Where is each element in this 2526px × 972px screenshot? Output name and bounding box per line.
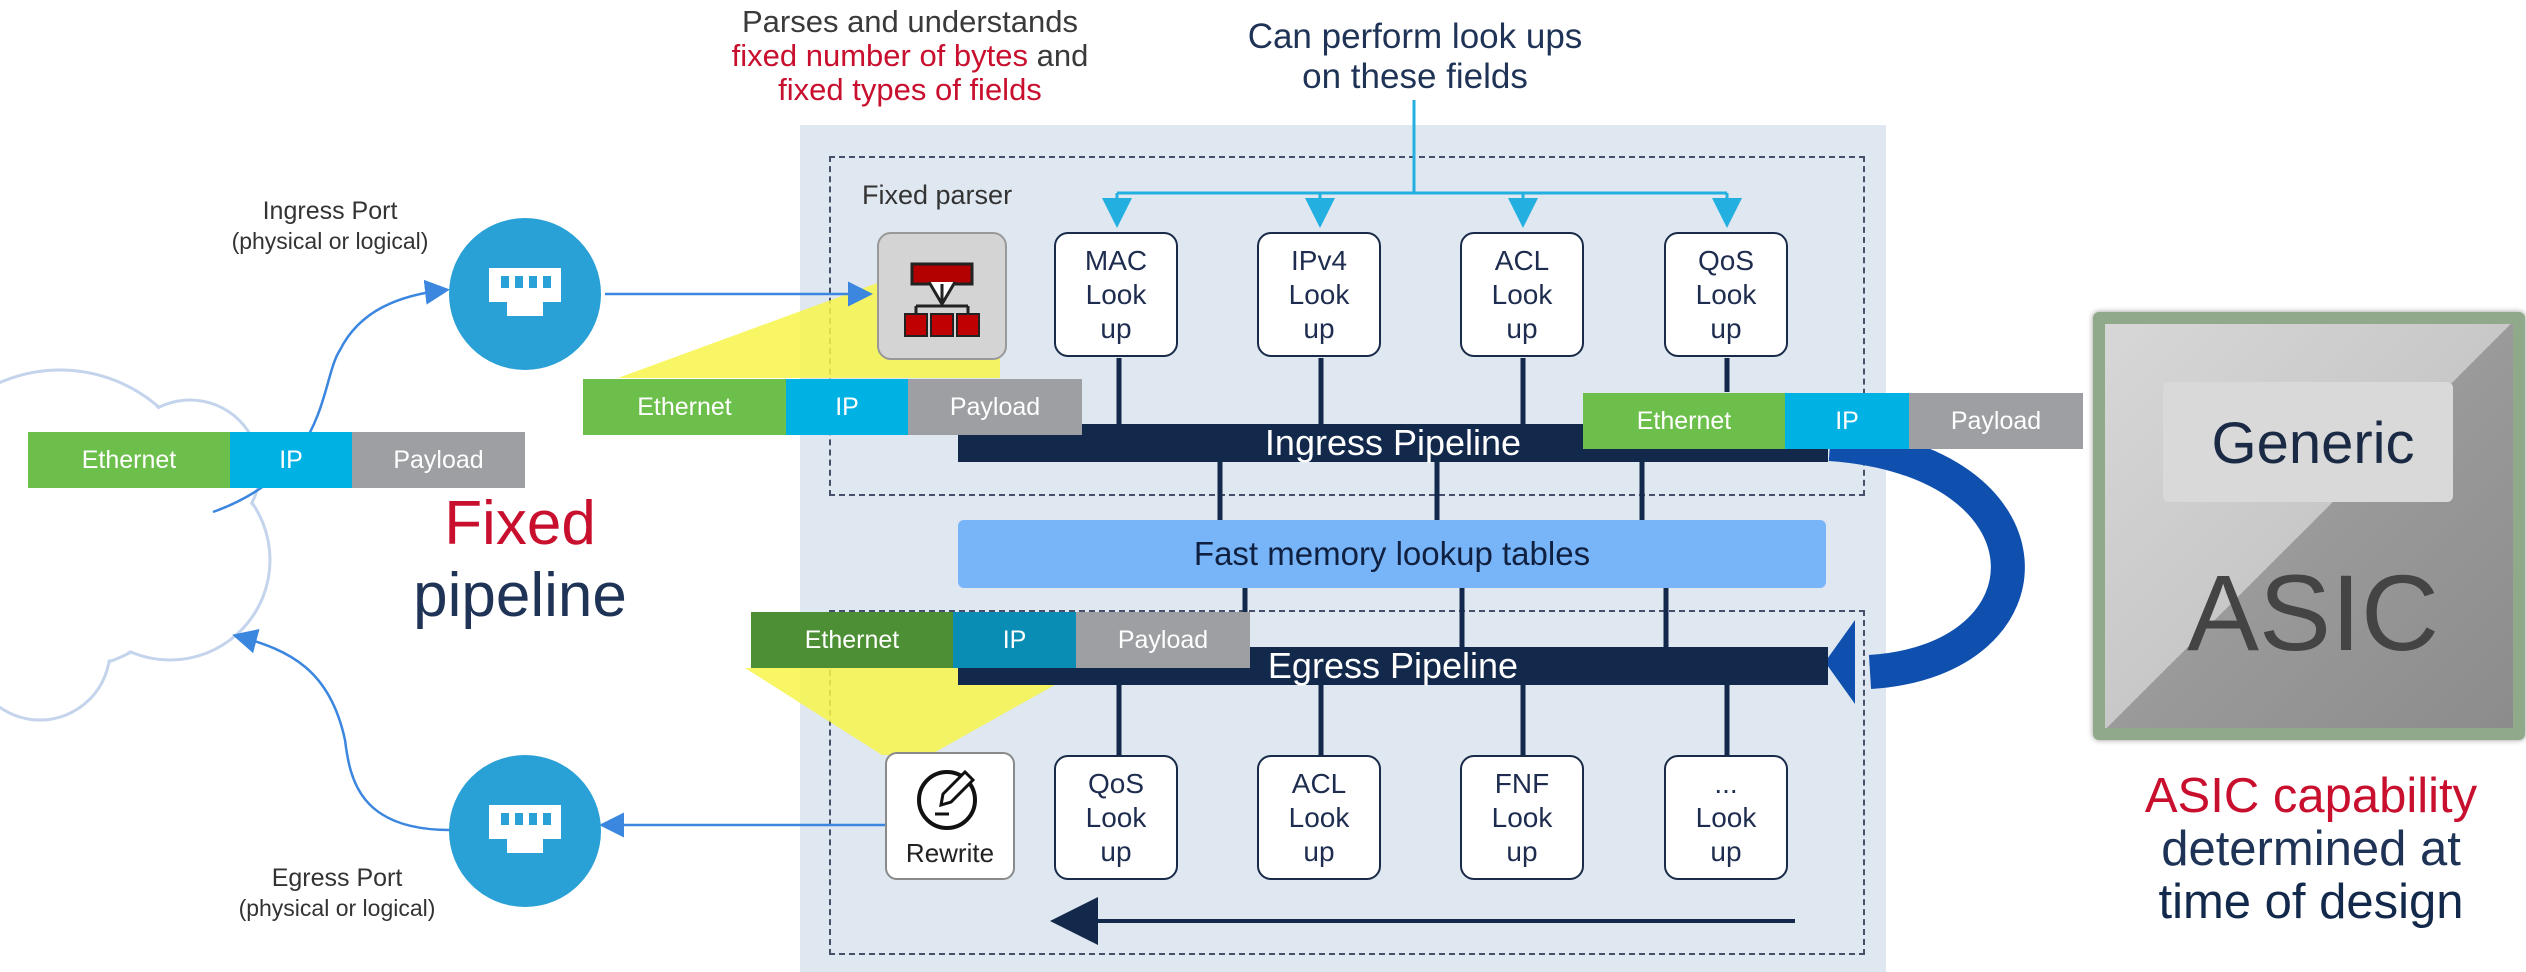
lookup-title: ACL (1291, 767, 1347, 799)
packet-ip: IP (230, 432, 352, 488)
rewrite-box: Rewrite (885, 752, 1015, 880)
asic-caption: ASIC capability determined at time of de… (2106, 770, 2516, 929)
egress-port-title: Egress Port (271, 864, 403, 892)
lookup-word: Look (1695, 801, 1757, 833)
ingress-lookup-mac: MAC Look up (1054, 232, 1178, 357)
egress-lookup-other: ... Look up (1664, 755, 1788, 880)
pipeline-word: pipeline (413, 561, 627, 630)
asic-caption-line3: time of design (2158, 875, 2464, 929)
ingress-port-sub: (physical or logical) (231, 228, 429, 254)
ingress-lookup-ipv4: IPv4 Look up (1257, 232, 1381, 357)
egress-lookup-fnf: FNF Look up (1460, 755, 1584, 880)
memory-lookup-label: Fast memory lookup tables (1193, 535, 1591, 572)
packet-egress: Ethernet IP Payload (751, 612, 1250, 668)
asic-chip-label-plate (2163, 382, 2453, 502)
parser-note-red2: fixed types of fields (778, 72, 1042, 107)
egress-dashed-box (829, 610, 1865, 955)
ethernet-port-icon (489, 268, 561, 316)
fixed-word: Fixed (444, 489, 596, 558)
lookup-title: QoS (1087, 767, 1145, 799)
lookup-title: QoS (1697, 244, 1755, 276)
packet-payload: Payload (1076, 612, 1250, 668)
packet-ethernet: Ethernet (1583, 393, 1785, 449)
packet-ip: IP (786, 379, 908, 435)
ingress-pipeline-label: Ingress Pipeline (1264, 422, 1522, 463)
lookup-note-line2: on these fields (1302, 57, 1528, 96)
fixed-pipeline-title: Fixed pipeline (380, 488, 660, 632)
lookup-suffix: up (1506, 835, 1538, 867)
asic-chip: Generic ASIC (2093, 312, 2525, 740)
lookup-suffix: up (1303, 312, 1335, 344)
lookup-suffix: up (1100, 835, 1132, 867)
lookup-note-line1: Can perform look ups (1247, 17, 1583, 56)
ingress-port-icon (449, 218, 601, 370)
ingress-port-label: Ingress Port (physical or logical) (190, 196, 470, 256)
rewrite-icon (917, 769, 977, 830)
parser-note: Parses and understands fixed number of b… (700, 5, 1120, 107)
ethernet-port-icon (489, 805, 561, 853)
lookup-title: ... (1714, 767, 1738, 799)
lookup-note: Can perform look ups on these fields (1220, 17, 1610, 97)
asic-generic-label: Generic (2211, 411, 2415, 476)
packet-ip: IP (953, 612, 1076, 668)
lookup-word: Look (1288, 801, 1350, 833)
lookup-title: ACL (1494, 244, 1550, 276)
egress-port-sub: (physical or logical) (238, 895, 436, 921)
parser-note-and: and (1028, 38, 1089, 73)
egress-port-label: Egress Port (physical or logical) (197, 863, 477, 923)
ingress-lookup-qos: QoS Look up (1664, 232, 1788, 357)
packet-parser: Ethernet IP Payload (583, 379, 1082, 435)
packet-payload: Payload (352, 432, 525, 488)
packet-ethernet: Ethernet (583, 379, 786, 435)
lookup-word: Look (1491, 278, 1553, 310)
lookup-suffix: up (1710, 312, 1742, 344)
lookup-word: Look (1085, 278, 1147, 310)
egress-lookup-acl: ACL Look up (1257, 755, 1381, 880)
lookup-suffix: up (1303, 835, 1335, 867)
rewrite-highlight-beam (745, 668, 1085, 755)
ingress-port-title: Ingress Port (262, 197, 398, 225)
rewrite-label: Rewrite (905, 838, 995, 868)
parser-note-line1: Parses and understands (741, 4, 1079, 39)
lookup-word: Look (1695, 278, 1757, 310)
fixed-parser-label: Fixed parser (862, 180, 1013, 210)
asic-caption-line1: ASIC capability (2144, 769, 2478, 823)
ingress-lookup-acl: ACL Look up (1460, 232, 1584, 357)
lookup-word: Look (1288, 278, 1350, 310)
lookup-suffix: up (1100, 312, 1132, 344)
egress-pipeline-label: Egress Pipeline (1267, 645, 1519, 686)
lookup-suffix: up (1710, 835, 1742, 867)
lookup-suffix: up (1506, 312, 1538, 344)
parser-note-red1: fixed number of bytes (731, 38, 1029, 73)
ingress-to-egress-curve-arrow (1828, 427, 2025, 689)
lookup-word: Look (1085, 801, 1147, 833)
asic-label: ASIC (2186, 552, 2440, 673)
lookup-title: FNF (1494, 767, 1550, 799)
asic-caption-line2: determined at (2161, 822, 2461, 876)
lookup-title: MAC (1084, 244, 1148, 276)
egress-port-icon (449, 755, 601, 907)
lookup-word: Look (1491, 801, 1553, 833)
fixed-parser-box (877, 232, 1007, 360)
lookup-title: IPv4 (1290, 244, 1348, 276)
egress-lookup-qos: QoS Look up (1054, 755, 1178, 880)
packet-cloud: Ethernet IP Payload (28, 432, 525, 488)
parser-icon (904, 262, 980, 337)
memory-lookup-tables: Fast memory lookup tables (958, 520, 1826, 588)
packet-ethernet: Ethernet (751, 612, 953, 668)
packet-ip: IP (1785, 393, 1909, 449)
packet-ethernet: Ethernet (28, 432, 230, 488)
packet-ingress-output: Ethernet IP Payload (1583, 393, 2083, 449)
packet-payload: Payload (908, 379, 1082, 435)
packet-payload: Payload (1909, 393, 2083, 449)
